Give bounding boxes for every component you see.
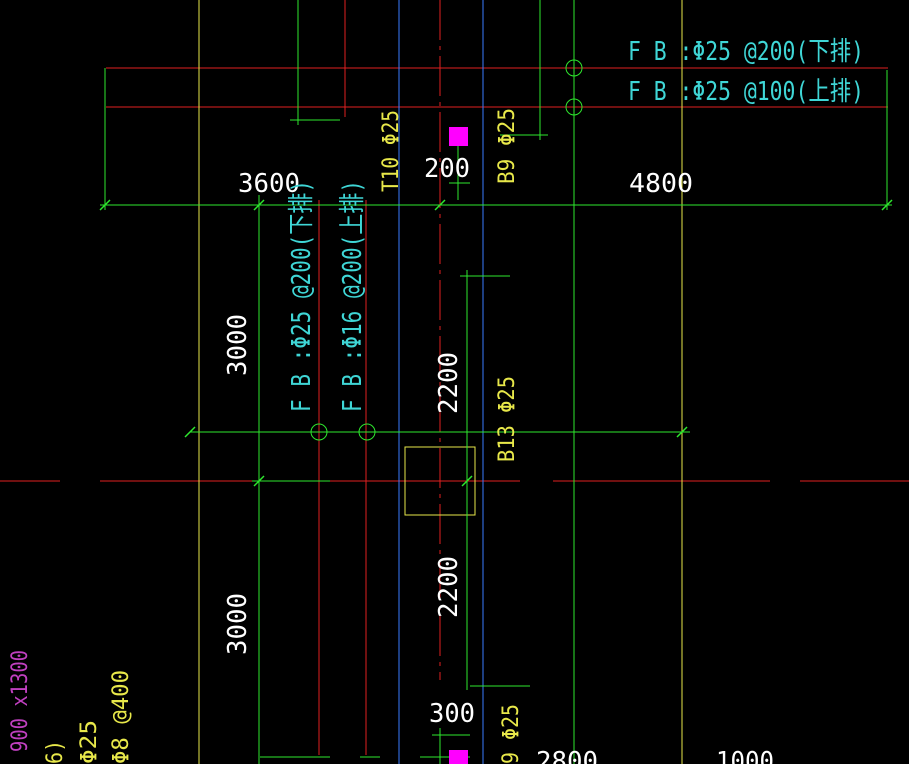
- bar-label-b9-bottom: 9 Φ25: [499, 704, 524, 764]
- column-size-label: 900 x1300: [8, 650, 33, 752]
- dimension-2200-lower: 2200: [434, 556, 464, 618]
- axis-bubble-top-1: [565, 59, 583, 77]
- axis-bubble-top-2: [565, 98, 583, 116]
- dimension-4800: 4800: [629, 169, 693, 199]
- bar-label-b13: B13 Φ25: [495, 376, 520, 462]
- dimension-2800: 2800: [536, 747, 598, 764]
- axis-bubble-left-2: [358, 423, 376, 441]
- left-label-phi25: Φ25: [77, 720, 102, 764]
- dimension-3000-lower: 3000: [223, 593, 253, 655]
- left-label-phi8: Φ8 @400: [109, 670, 134, 764]
- dimension-300: 300: [429, 699, 475, 729]
- rebar-note-top-lower: F B :Φ25 @200(下排): [628, 37, 864, 67]
- bar-label-t10: T10 Φ25: [379, 110, 404, 192]
- dimension-ticks: [99, 199, 893, 487]
- axis-bubble-left-1: [310, 423, 328, 441]
- magenta-marker-top: [449, 127, 468, 146]
- yellow-lines: [198, 0, 683, 764]
- magenta-marker-bottom: [449, 750, 468, 764]
- dimension-3600: 3600: [238, 169, 300, 199]
- rebar-note-left-lower: F B :Φ25 @200(下排): [287, 180, 317, 412]
- dimension-1000: 1000: [716, 747, 774, 764]
- dimension-2200-upper: 2200: [434, 352, 464, 414]
- column-outline: [404, 446, 476, 516]
- dimension-200: 200: [424, 154, 470, 184]
- bar-label-b9-top: B9 Φ25: [495, 108, 520, 184]
- rebar-note-top-upper: F B :Φ25 @100(上排): [628, 77, 864, 107]
- rebar-note-left-upper: F B :Φ16 @200(上排): [338, 180, 368, 412]
- blue-grid-lines: [398, 0, 484, 764]
- dimension-3000-upper: 3000: [223, 314, 253, 376]
- left-label-6: 6): [43, 740, 68, 764]
